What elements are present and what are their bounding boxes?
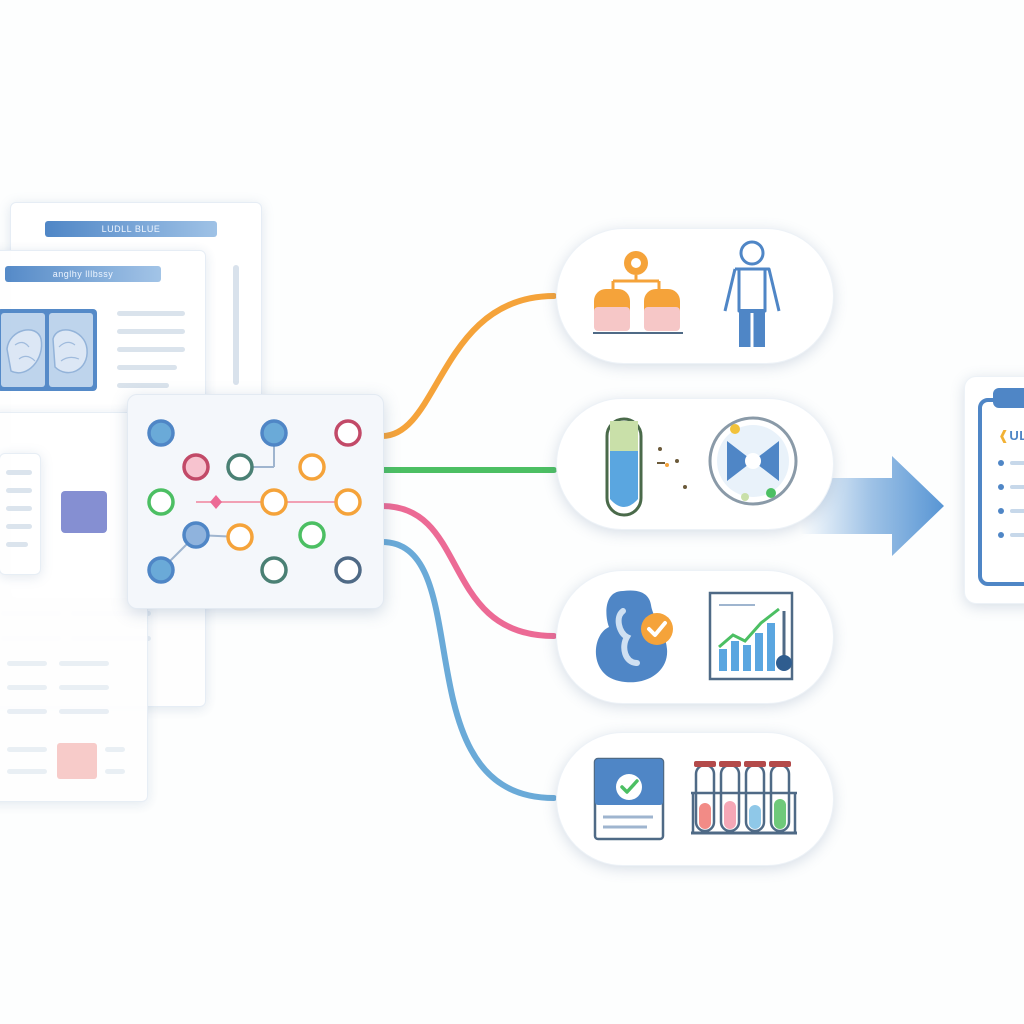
document-line bbox=[6, 506, 32, 511]
document-line bbox=[59, 685, 109, 690]
brain-scan-icon bbox=[0, 309, 97, 391]
document-line bbox=[7, 685, 47, 690]
report-title-accent: ❰ bbox=[998, 428, 1010, 443]
network-graph-icon bbox=[147, 419, 362, 584]
highlight-square bbox=[57, 743, 97, 779]
connector-orange bbox=[379, 293, 557, 439]
document-line bbox=[6, 524, 32, 529]
document-line bbox=[117, 365, 177, 370]
module-pill-pedigree bbox=[556, 228, 834, 364]
module-pill-lab bbox=[556, 732, 834, 866]
test-tube-icon bbox=[605, 417, 687, 517]
document-line bbox=[59, 709, 109, 714]
thumbnail-square bbox=[61, 491, 107, 533]
module-pill-organ bbox=[556, 570, 834, 704]
mini-card bbox=[0, 453, 41, 575]
organ-check-icon bbox=[595, 590, 673, 683]
document-line bbox=[117, 311, 185, 316]
document-line bbox=[7, 709, 47, 714]
document-line bbox=[7, 769, 47, 774]
document-line bbox=[105, 769, 125, 774]
report-title-text: ULL bbox=[1009, 428, 1024, 443]
family-pedigree-icon bbox=[593, 251, 683, 334]
document-line bbox=[7, 661, 47, 666]
document-line bbox=[233, 265, 239, 385]
test-tubes-rack-icon bbox=[691, 761, 797, 835]
report-title: ❰ULL bbox=[998, 428, 1024, 444]
arrow-right-icon bbox=[800, 456, 944, 556]
clipboard-clip bbox=[993, 388, 1024, 408]
document-front bbox=[0, 412, 148, 802]
human-figure-icon bbox=[723, 240, 781, 347]
checked-clipboard-icon bbox=[593, 757, 665, 841]
document-middle-header: anglhy lllbssy bbox=[5, 266, 161, 282]
connector-blue bbox=[379, 539, 557, 801]
document-line bbox=[117, 329, 185, 334]
document-line bbox=[6, 542, 28, 547]
network-graph-card bbox=[127, 394, 384, 609]
document-line bbox=[6, 470, 32, 475]
dna-globe-icon bbox=[708, 416, 798, 506]
document-line bbox=[7, 747, 47, 752]
document-line bbox=[117, 347, 185, 352]
brain-scan-graphic bbox=[1, 313, 93, 387]
document-back-header: LUDLL BLUE bbox=[45, 221, 217, 237]
module-pill-test bbox=[556, 398, 834, 530]
growth-chart-icon bbox=[708, 591, 794, 681]
document-line bbox=[59, 661, 109, 666]
document-line bbox=[117, 383, 169, 388]
document-line bbox=[6, 488, 32, 493]
document-line bbox=[105, 747, 125, 752]
connector-pink bbox=[379, 503, 557, 639]
report-clipboard-icon bbox=[978, 398, 1024, 586]
